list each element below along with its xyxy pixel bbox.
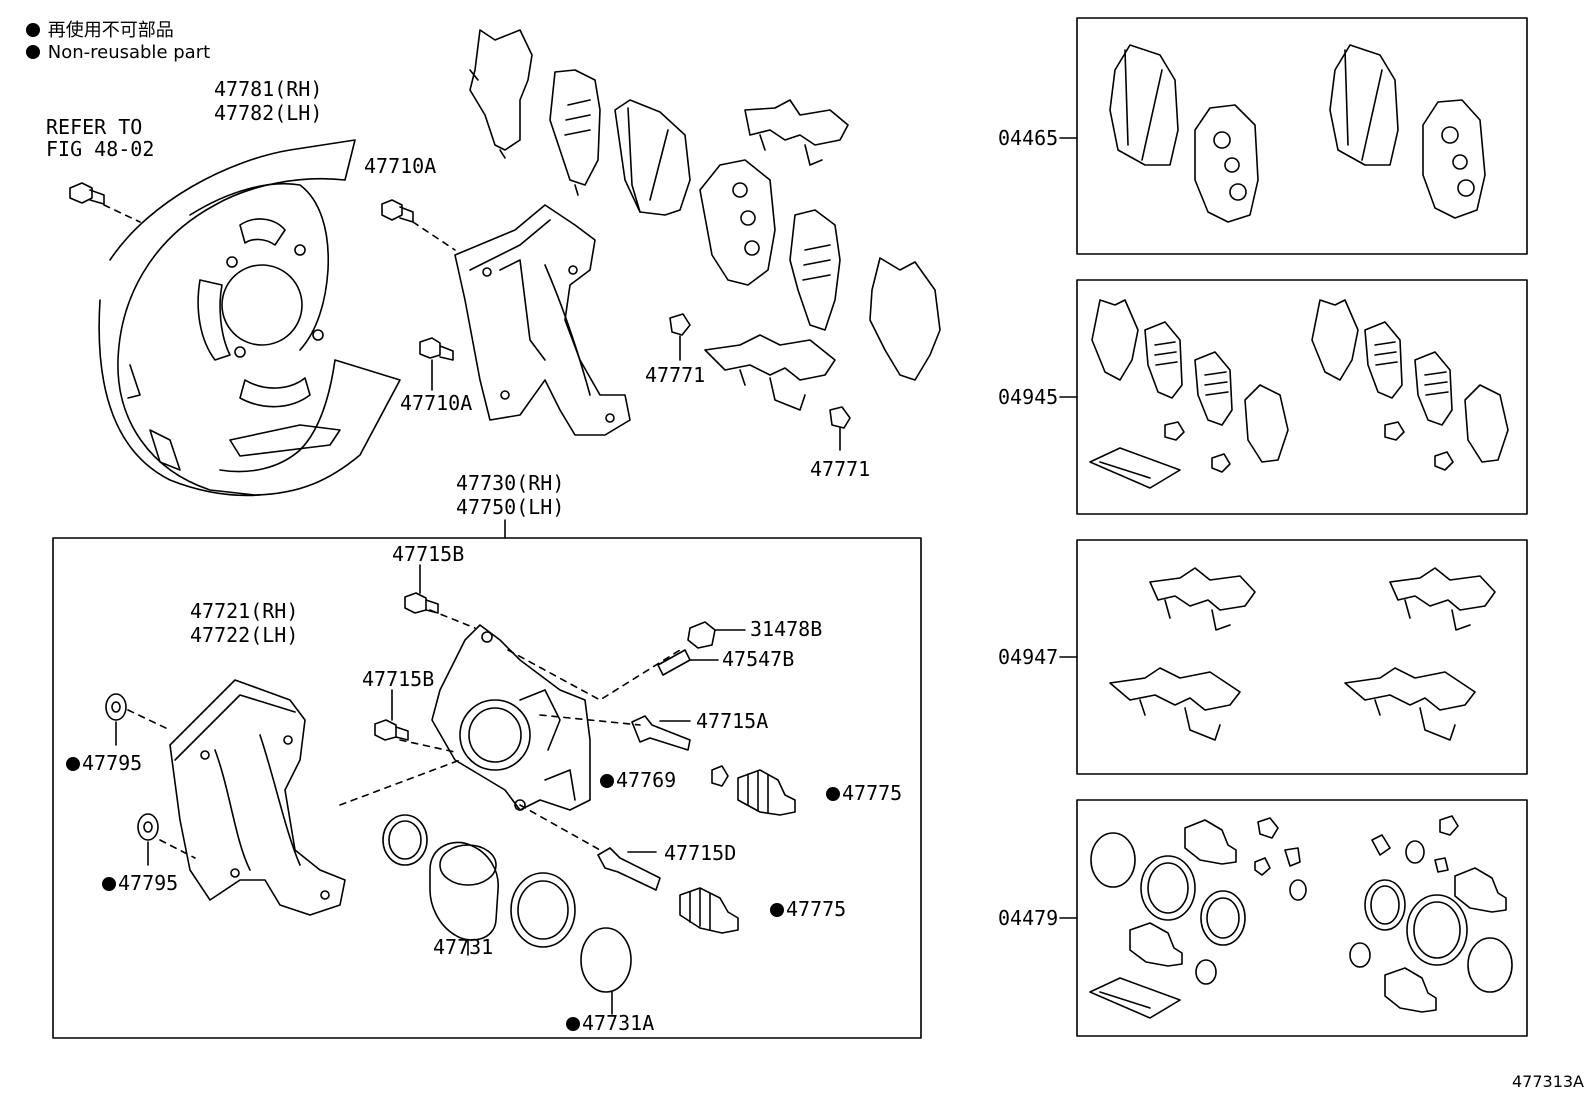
kit-shims-drawing: [1089, 299, 1509, 489]
caliper-torque-plate: [169, 679, 346, 916]
label-torque-plate-lh: 47722(LH): [190, 623, 299, 647]
label-boot-1-text: 47775: [842, 781, 903, 805]
label-torque-plate-rh: 47721(RH): [190, 599, 299, 623]
non-reusable-dot-icon: [770, 903, 784, 917]
outer-anti-squeal-shim: [469, 29, 533, 159]
label-piston-seal-text: 47731A: [582, 1011, 655, 1035]
label-clip-1: 47771: [645, 363, 706, 387]
label-bleeder-cap: 31478B: [750, 617, 823, 641]
non-reusable-dot-icon: [826, 787, 840, 801]
legend-en-text: Non-reusable part: [47, 42, 211, 63]
non-reusable-dot-icon: [26, 23, 40, 37]
disc-brake-dust-shield: [98, 139, 401, 497]
bushing: [711, 765, 729, 787]
non-reusable-dot-icon: [600, 774, 614, 788]
bleeder-plug: [657, 649, 719, 676]
label-caliper-lh: 47750(LH): [456, 495, 565, 519]
piston-seal-ring: [382, 814, 428, 866]
bolt-b-top: [404, 564, 439, 614]
inner-shim-plate: [789, 209, 841, 331]
kit-box-fitting: [1076, 539, 1528, 775]
label-piston-seal: 47731A: [566, 1012, 654, 1034]
label-mount-bolt-bottom: 47710A: [400, 391, 473, 415]
legend-jp: 再使用不可部品: [26, 16, 174, 42]
non-reusable-dot-icon: [66, 757, 80, 771]
kit-box-seals: [1076, 799, 1528, 1037]
non-reusable-dot-icon: [102, 877, 116, 891]
boot-2: [679, 887, 739, 934]
pad-wear-clip-1: [669, 313, 691, 361]
label-bushing: 47769: [600, 769, 676, 791]
piston-boot: [510, 872, 576, 948]
label-slide-pin-a: 47715A: [696, 709, 769, 733]
label-kit-fitting: 04947: [998, 645, 1059, 669]
pad-support-plate-bottom: [704, 334, 836, 411]
label-bleeder-plug: 47547B: [722, 647, 795, 671]
label-bushing-text: 47769: [616, 768, 677, 792]
label-shield-lh: 47782(LH): [214, 101, 323, 125]
legend-en: Non-reusable part: [26, 42, 210, 63]
label-kit-pads: 04465: [998, 126, 1059, 150]
kit-pads-drawing: [1109, 44, 1486, 223]
bleeder-cap: [687, 621, 746, 649]
caliper-assembly-box: [52, 537, 922, 1039]
label-washer-1: 47795: [66, 752, 142, 774]
caliper-mounting-bracket: [454, 204, 631, 436]
mount-bolt-top: [381, 199, 456, 251]
bolt-b-mid: [374, 689, 409, 741]
slide-pin-d: [597, 847, 661, 891]
kit-box-shims: [1076, 279, 1528, 515]
label-boot-2: 47775: [770, 898, 846, 920]
inner-anti-squeal-shim: [869, 257, 941, 381]
label-boot-2-text: 47775: [786, 897, 847, 921]
kit-fitting-drawing: [1109, 567, 1496, 741]
kit-seals-drawing: [1089, 815, 1513, 1019]
label-piston: 47731: [433, 935, 494, 959]
inner-pad: [699, 159, 776, 286]
pad-wear-clip-2: [829, 406, 851, 451]
non-reusable-dot-icon: [566, 1017, 580, 1031]
pad-support-plate-top: [744, 99, 849, 166]
kit-box-pads: [1076, 17, 1528, 255]
slide-pin-a: [631, 715, 691, 751]
refer-to-line1: REFER TO: [46, 115, 143, 139]
label-shield-rh: 47781(RH): [214, 77, 323, 101]
legend-jp-text: 再使用不可部品: [47, 20, 174, 41]
label-kit-shims: 04945: [998, 385, 1059, 409]
label-caliper-rh: 47730(RH): [456, 471, 565, 495]
washer-2: [137, 813, 196, 866]
label-boot-1: 47775: [826, 782, 902, 804]
outer-pad: [614, 99, 691, 216]
label-washer-2: 47795: [102, 872, 178, 894]
label-bolt-b-mid: 47715B: [362, 667, 435, 691]
label-washer-1-text: 47795: [82, 751, 143, 775]
seal-cap: [580, 927, 632, 1015]
washer-1: [105, 693, 171, 746]
label-mount-bolt-top: 47710A: [364, 154, 437, 178]
outer-shim-plate: [549, 69, 601, 196]
mount-bolt-bottom: [419, 337, 454, 391]
label-clip-2: 47771: [810, 457, 871, 481]
piston: [429, 841, 499, 956]
label-washer-2-text: 47795: [118, 871, 179, 895]
figure-reference-number: 477313A: [1511, 1072, 1584, 1091]
refer-to-line2: FIG 48-02: [46, 137, 155, 161]
label-slide-pin-d: 47715D: [664, 841, 737, 865]
label-kit-seals: 04479: [998, 906, 1059, 930]
non-reusable-dot-icon: [26, 45, 40, 59]
boot-1: [737, 769, 796, 816]
shield-bolt: [69, 182, 141, 223]
label-bolt-b-top: 47715B: [392, 542, 465, 566]
